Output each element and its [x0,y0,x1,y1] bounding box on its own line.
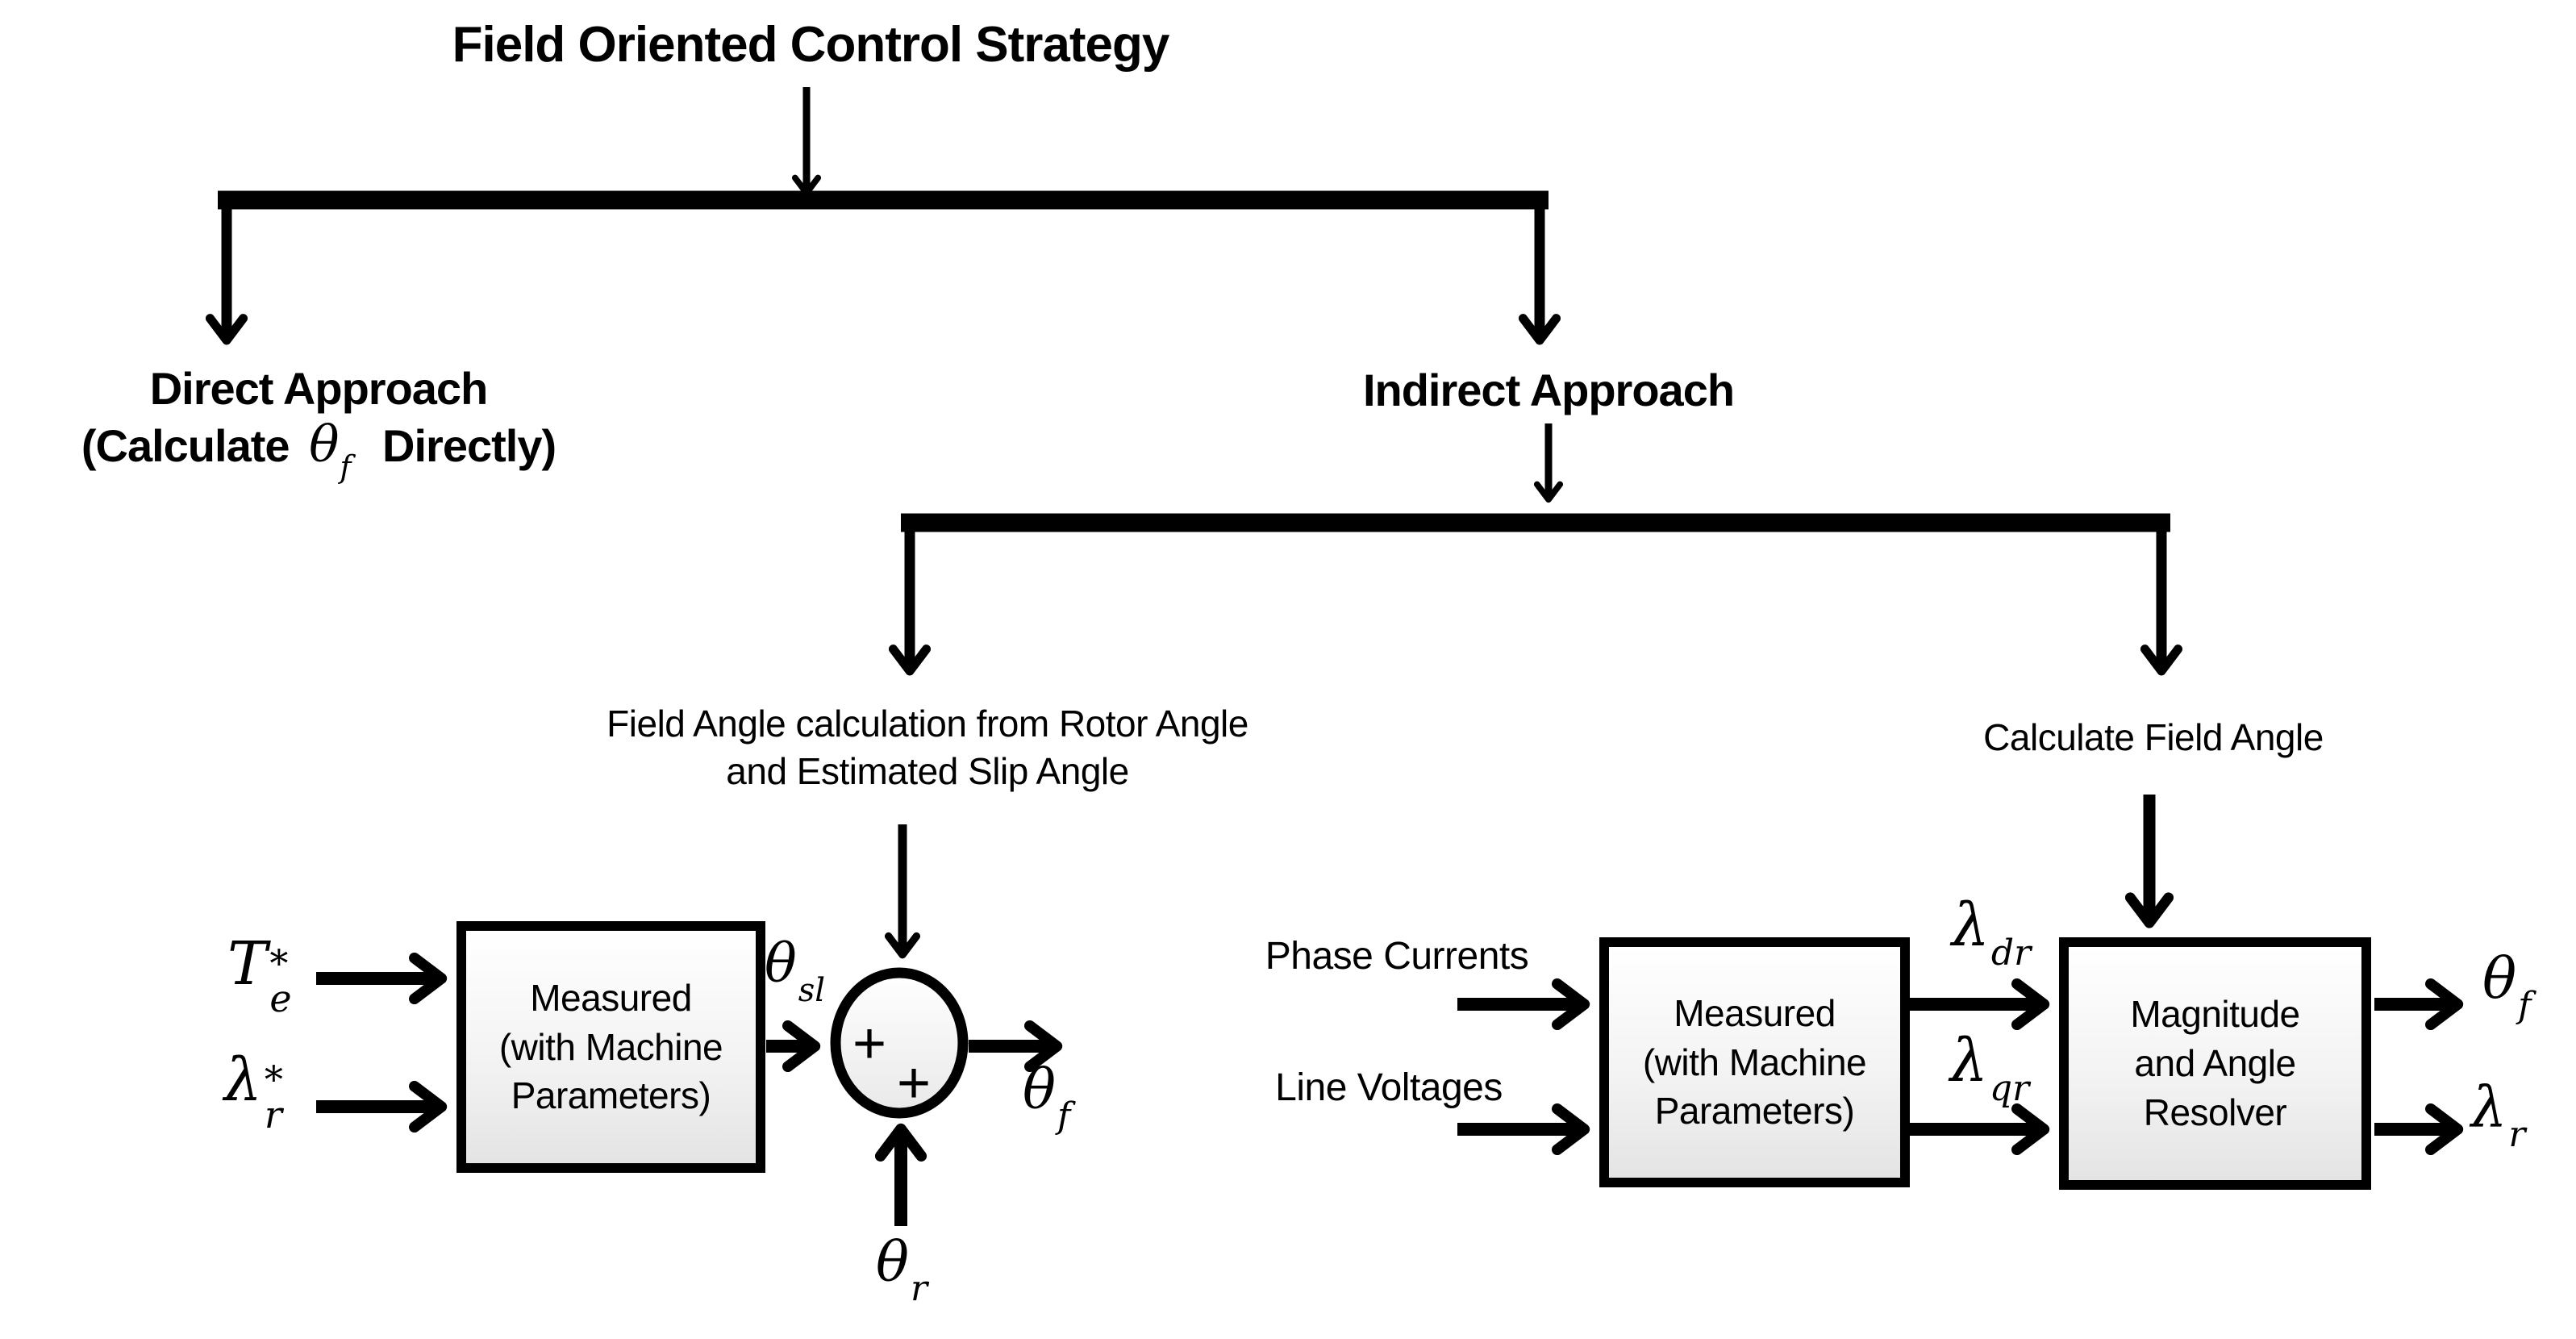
slip-angle-symbol: θsl [765,932,826,1010]
direct-approach-line2: (Calculate θf Directly) [81,415,556,486]
line-voltages-label: Line Voltages [1275,1066,1503,1109]
slip-method-label: Field Angle calculation from Rotor Angle… [606,703,1248,792]
summer-plus-bottom: + [896,1051,932,1116]
left-measured-block: Measured (with Machine Parameters) [456,921,765,1173]
direct-approach-line1: Direct Approach [149,363,489,414]
right-measured-block: Measured (with Machine Parameters) [1599,937,1910,1187]
field-angle-out-symbol-right: θf [2482,945,2532,1026]
summing-junction [830,967,969,1119]
indirect-approach-label: Indirect Approach [1362,365,1735,415]
field-method-label: Calculate Field Angle [1983,716,2324,758]
rotor-flux-out-symbol: λr [2471,1074,2526,1155]
page-title: Field Oriented Control Strategy [452,17,1170,73]
summer-plus-top: + [852,1012,887,1076]
direct-approach-label: Direct Approach (Calculate θf Directly) [81,363,556,486]
rotor-angle-symbol: θr [876,1231,927,1310]
flux-qr-symbol: λqr [1950,1026,2030,1109]
theta-f-inline-symbol: θf [309,415,352,486]
magnitude-angle-resolver-block: Magnitude and Angle Resolver [2059,937,2371,1190]
flux-dr-symbol: λdr [1952,891,2032,974]
field-angle-out-symbol-left: θf [1023,1058,1071,1137]
phase-currents-label: Phase Currents [1265,935,1529,978]
torque-ref-symbol: T*e [227,929,292,1020]
flux-ref-symbol: λ*r [224,1045,283,1137]
